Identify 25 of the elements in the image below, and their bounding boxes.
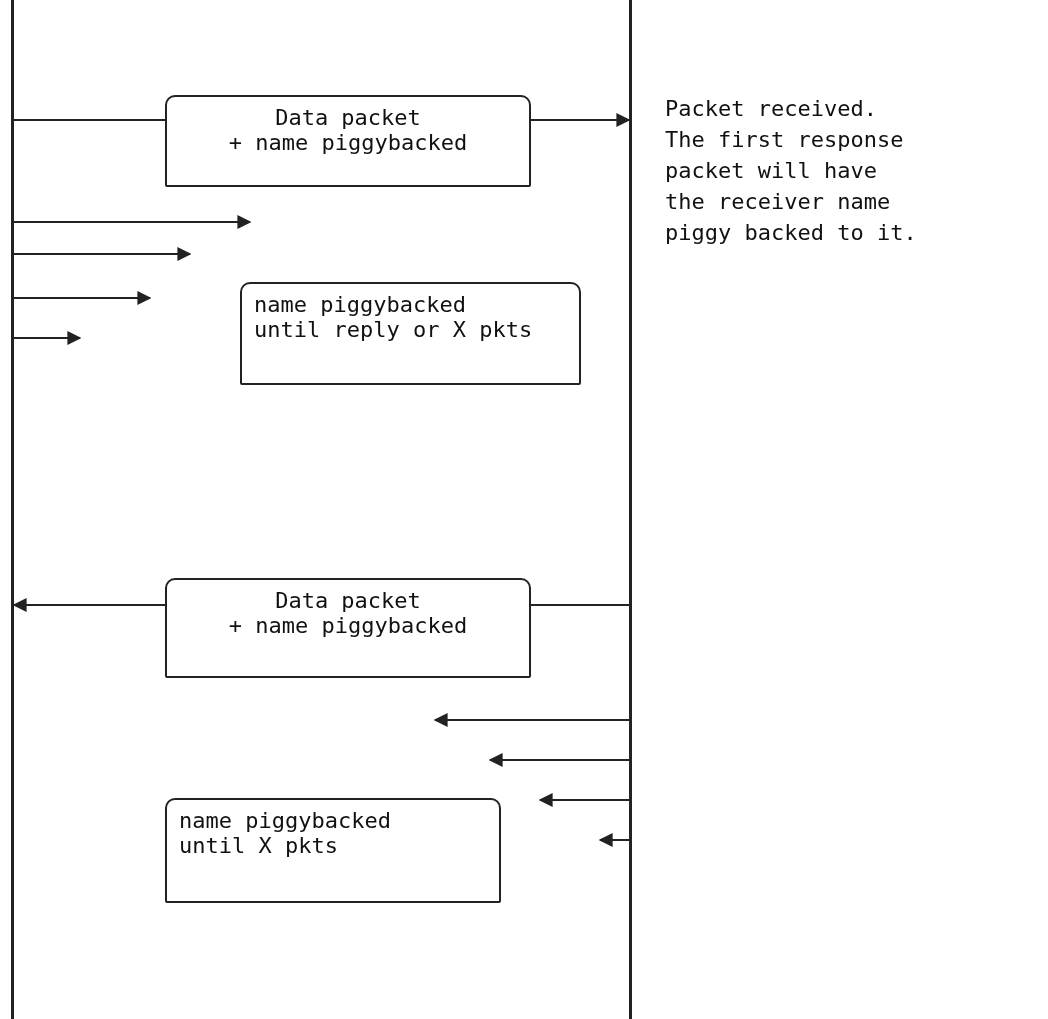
note-text: Packet received. The first response packet will have the receiver name piggy backed to it. (665, 95, 918, 247)
packet-box (165, 95, 531, 187)
connector-line (530, 604, 630, 606)
arrow (433, 713, 630, 727)
connector-line (13, 119, 166, 121)
box-text: name piggybacked until X pkts (179, 808, 392, 858)
arrow (488, 753, 630, 767)
packet-box (165, 798, 501, 903)
box-text: name piggybacked until reply or X pkts (254, 292, 534, 342)
arrow (598, 833, 630, 847)
arrow (12, 598, 166, 612)
arrow (13, 215, 252, 229)
arrow (13, 291, 152, 305)
arrow (13, 331, 82, 345)
arrow (13, 247, 192, 261)
packet-box (165, 578, 531, 678)
arrow (538, 793, 630, 807)
box-text: + name piggybacked (228, 130, 468, 155)
lifeline (629, 0, 632, 1019)
arrow (530, 113, 631, 127)
box-text: + name piggybacked (228, 613, 468, 638)
lifeline (11, 0, 14, 1019)
packet-box (240, 282, 581, 385)
box-heading: Data packet (275, 588, 421, 613)
box-heading: Data packet (275, 105, 421, 130)
